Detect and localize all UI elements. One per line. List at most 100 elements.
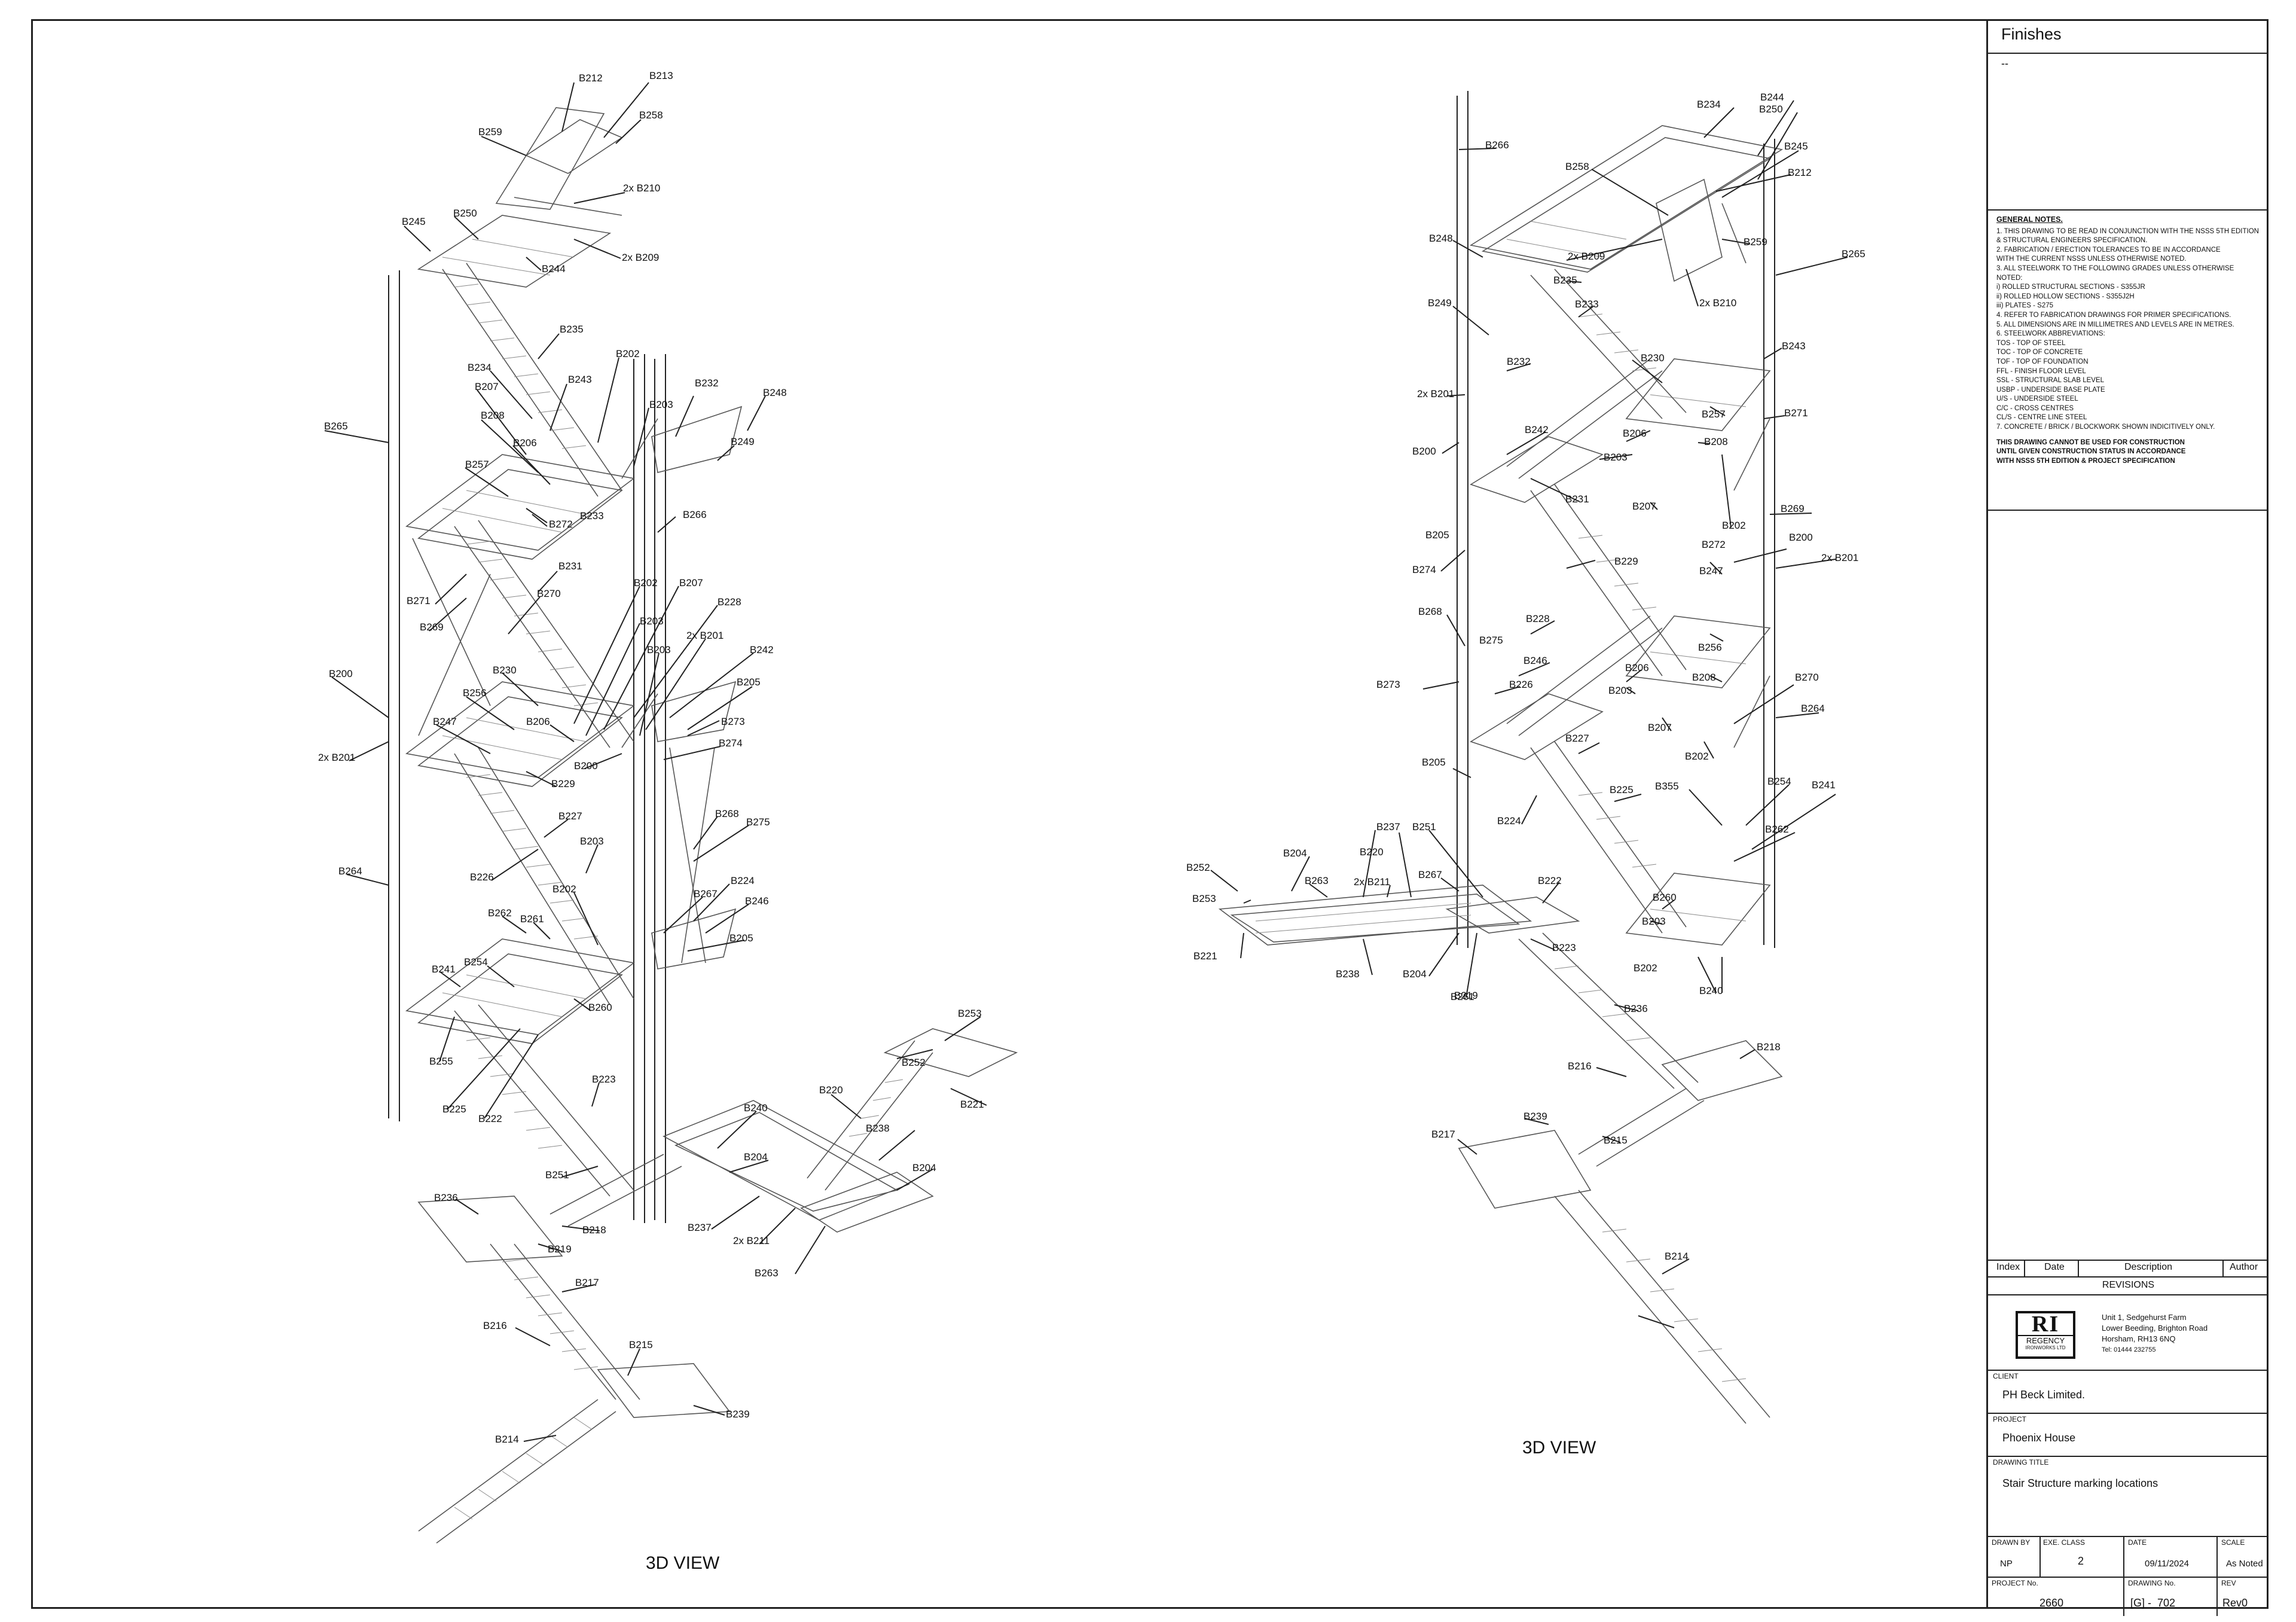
part-label: B274 bbox=[719, 737, 743, 749]
client-value: PH Beck Limited. bbox=[2002, 1389, 2086, 1401]
part-label: B234 bbox=[1697, 99, 1721, 110]
part-label: B215 bbox=[1604, 1135, 1628, 1146]
part-label: B226 bbox=[1509, 679, 1533, 690]
part-label: B259 bbox=[1744, 236, 1767, 248]
part-label: B257 bbox=[465, 459, 489, 470]
part-label: B225 bbox=[1610, 784, 1634, 795]
part-label: B203 bbox=[1604, 452, 1628, 463]
part-label: B251 bbox=[1412, 821, 1436, 833]
part-label: B226 bbox=[470, 871, 494, 883]
part-label: B202 bbox=[552, 883, 576, 895]
part-label: B217 bbox=[575, 1277, 599, 1288]
part-label: B245 bbox=[402, 216, 426, 227]
rev-label: REV bbox=[2221, 1579, 2236, 1587]
part-label: B275 bbox=[746, 816, 770, 828]
notes-heading: GENERAL NOTES. bbox=[1996, 215, 2063, 224]
part-label: B204 bbox=[744, 1151, 768, 1163]
part-label: B269 bbox=[1781, 503, 1805, 514]
general-notes: GENERAL NOTES. 1. THIS DRAWING TO BE REA… bbox=[1996, 215, 2260, 466]
part-label: B240 bbox=[1699, 985, 1723, 996]
right-stair-structure bbox=[1218, 91, 1784, 1424]
part-label: B203 bbox=[640, 615, 664, 627]
part-label: B204 bbox=[1283, 847, 1307, 859]
part-label: B273 bbox=[721, 716, 745, 727]
part-label: B272 bbox=[549, 519, 573, 530]
part-label: B258 bbox=[639, 109, 663, 121]
part-label: B219 bbox=[548, 1243, 572, 1255]
part-label: B203 bbox=[580, 836, 604, 847]
part-label: B230 bbox=[493, 664, 517, 676]
project-no-value: 2660 bbox=[2039, 1597, 2064, 1609]
part-label: B202 bbox=[1685, 751, 1709, 762]
part-label: B214 bbox=[495, 1434, 519, 1445]
title-block: Finishes -- GENERAL NOTES. 1. THIS DRAWI… bbox=[1986, 19, 2268, 1616]
part-label: B220 bbox=[819, 1084, 843, 1096]
finishes-title: Finishes bbox=[2001, 25, 2062, 43]
part-label: B243 bbox=[568, 374, 592, 385]
note-line: WITH THE CURRENT NSSS UNLESS OTHERWISE N… bbox=[1996, 255, 2187, 263]
part-label: B265 bbox=[324, 420, 348, 432]
exe-class-value: 2 bbox=[2078, 1555, 2084, 1567]
part-label: 2x B210 bbox=[1699, 297, 1736, 309]
part-labels-right: B234 B244 B250 B266 B245 B258 B212 B259 … bbox=[1186, 92, 1866, 1262]
revisions-title: REVISIONS bbox=[2102, 1280, 2155, 1290]
part-label: B238 bbox=[866, 1123, 890, 1134]
part-label: B221 bbox=[1193, 950, 1217, 962]
part-label: B249 bbox=[731, 436, 755, 447]
part-label: B269 bbox=[420, 621, 444, 633]
part-label: B203 bbox=[647, 644, 671, 655]
note-line: 3. ALL STEELWORK TO THE FOLLOWING GRADES… bbox=[1996, 264, 2234, 282]
part-label: B227 bbox=[1565, 733, 1589, 744]
rev-col-date: Date bbox=[2044, 1262, 2065, 1272]
note-line: TOF - TOP OF FOUNDATION bbox=[1996, 358, 2089, 365]
part-label: B270 bbox=[537, 588, 561, 599]
part-label: B203 bbox=[649, 399, 673, 410]
part-label: B218 bbox=[1757, 1041, 1781, 1053]
part-label: B216 bbox=[1568, 1060, 1592, 1072]
part-label: B228 bbox=[718, 596, 741, 608]
project-no-label: PROJECT No. bbox=[1992, 1579, 2038, 1587]
part-label: B222 bbox=[1538, 875, 1562, 886]
part-label: B200 bbox=[1789, 532, 1813, 543]
part-label: B258 bbox=[1565, 161, 1589, 172]
part-label: B275 bbox=[1479, 635, 1503, 646]
part-label: B262 bbox=[1765, 824, 1789, 835]
scale-label: SCALE bbox=[2221, 1538, 2245, 1547]
part-label: B273 bbox=[1376, 679, 1400, 690]
part-label: B212 bbox=[1788, 167, 1812, 178]
note-line: & STRUCTURAL ENGINEERS SPECIFICATION. bbox=[1996, 237, 2148, 245]
warning-line: WITH NSSS 5TH EDITION & PROJECT SPECIFIC… bbox=[1996, 457, 2175, 465]
part-label: B252 bbox=[1186, 862, 1210, 873]
part-label: 2x B209 bbox=[1568, 251, 1605, 262]
part-label: B264 bbox=[1801, 703, 1825, 714]
company-address: Unit 1, Sedgehurst Farm Lower Beeding, B… bbox=[2102, 1313, 2208, 1353]
part-label: B229 bbox=[1614, 556, 1638, 567]
drawing-no-label: DRAWING No. bbox=[2128, 1579, 2176, 1587]
part-label: B208 bbox=[481, 410, 505, 421]
part-label: B200 bbox=[574, 760, 598, 772]
part-label: B259 bbox=[478, 126, 502, 138]
drawing-no-value: [G] - 702 bbox=[2130, 1597, 2176, 1609]
part-label: B203 bbox=[1642, 916, 1666, 927]
note-line: 4. REFER TO FABRICATION DRAWINGS FOR PRI… bbox=[1996, 311, 2231, 319]
part-label: B249 bbox=[1428, 297, 1452, 309]
part-label: B252 bbox=[902, 1057, 926, 1068]
part-label: B270 bbox=[1795, 672, 1819, 683]
part-label: B248 bbox=[1429, 233, 1453, 244]
part-label: B212 bbox=[579, 72, 603, 84]
part-label: B241 bbox=[432, 964, 456, 975]
part-label: 2x B209 bbox=[622, 252, 659, 263]
part-label: B203 bbox=[1608, 685, 1632, 696]
part-label: B208 bbox=[1692, 672, 1716, 683]
part-label: B246 bbox=[1523, 655, 1547, 666]
part-label: B236 bbox=[1624, 1003, 1648, 1014]
view-title-left: 3D VIEW bbox=[646, 1553, 720, 1573]
part-label: B213 bbox=[649, 70, 673, 81]
company-logo: RI REGENCY IRONWORKS LTD bbox=[2016, 1311, 2075, 1359]
date-label: DATE bbox=[2128, 1538, 2147, 1547]
part-label: B233 bbox=[580, 510, 604, 522]
part-label: B254 bbox=[464, 956, 488, 968]
part-label: B208 bbox=[1704, 436, 1728, 447]
drawn-by-label: DRAWN BY bbox=[1992, 1538, 2031, 1547]
part-label: B262 bbox=[488, 907, 512, 919]
